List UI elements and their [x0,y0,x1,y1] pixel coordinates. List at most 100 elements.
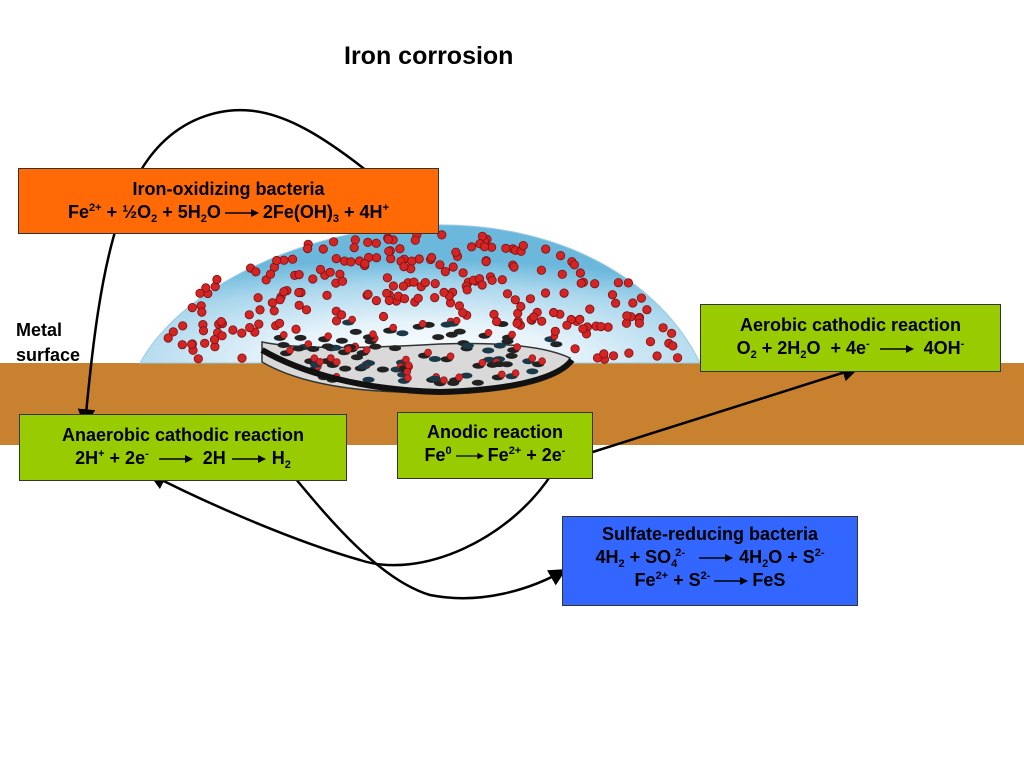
pit-particle [446,352,455,361]
pit-deposit [307,346,320,352]
bacterium-particle [275,295,285,305]
bacterium-particle [318,244,328,254]
pit-particle [528,354,537,363]
pit-deposit [428,356,441,362]
reaction-arrow-icon [455,452,484,460]
bacterium-particle [360,259,370,269]
sulfate-reducing-box: Sulfate-reducing bacteria 4H2 + SO42-4H2… [562,516,858,606]
bacterium-particle [642,305,652,315]
bacterium-particle [435,260,445,270]
bacterium-particle [302,244,313,254]
pit-deposit [460,372,473,379]
bacterium-particle [636,293,647,303]
bacterium-particle [378,311,389,322]
pit-particle [310,354,319,363]
bacterium-particle [193,354,203,364]
reaction-arrow-icon [224,209,259,218]
bacterium-particle [177,340,187,350]
bacterium-particle [291,324,301,334]
bacterium-particle [217,331,227,341]
pit-deposit [493,342,506,349]
bacterium-particle [466,242,477,252]
iron-oxidizing-box: Iron-oxidizing bacteria Fe2+ + ½O2 + 5H2… [18,168,439,234]
bacterium-particle [555,251,566,261]
bacterium-particle [658,323,668,333]
bacterium-particle [294,300,304,310]
pit-particle [418,319,427,328]
arrow-to-anaerobic [77,108,411,427]
bacterium-particle [557,269,567,279]
pit-particle [508,330,516,339]
bacterium-particle [363,237,373,247]
bacterium-particle [666,328,677,338]
bacterium-particle [541,244,551,254]
bacterium-particle [195,288,205,298]
bacterium-particle [253,293,263,303]
bacterium-particle [216,316,226,327]
pit-particle [279,331,288,339]
bacterium-particle [331,254,341,264]
bacterium-particle [430,292,440,303]
bacterium-particle [569,260,580,270]
bacterium-particle [613,278,624,288]
pit-deposit [471,379,484,386]
pit-deposit [482,347,495,354]
bacterium-particle [383,234,393,244]
bacteria-particles [163,230,683,364]
bacterium-particle [430,278,440,289]
pit-particle [513,343,522,351]
bacterium-particle [479,242,490,252]
pit-deposit [349,328,362,335]
pit-deposit [461,342,474,349]
bacterium-particle [410,235,420,245]
bacterium-particle [610,298,621,308]
bacterium-particle [652,351,662,361]
bacterium-particle [518,241,528,251]
pit-particle [332,358,341,366]
pit-deposit [447,380,460,386]
pit-deposit [505,352,518,359]
bacterium-particle [575,314,585,324]
bacterium-particle [274,318,285,328]
bacterium-particle [458,268,468,278]
bacterium-particle [331,316,342,326]
bacterium-particle [315,264,326,275]
bacterium-particle [624,348,634,358]
bacterium-particle [325,267,335,277]
bacterium-particle [607,290,618,300]
bacterium-particle [537,316,547,326]
pit-deposit [550,341,563,348]
pit-deposit [363,360,375,367]
bacterium-particle [187,339,197,349]
bacterium-particle [672,353,683,363]
bacterium-particle [200,338,210,348]
bacterium-particle [178,321,188,331]
page-title: Iron corrosion [344,42,514,70]
bacterium-particle [201,283,211,293]
bacterium-particle [590,279,600,289]
bacterium-particle [294,287,304,298]
pit-particle [324,332,333,341]
pit-deposit [428,375,441,382]
bacterium-particle [267,298,277,308]
bacterium-particle [407,256,417,266]
bacterium-particle [529,312,539,322]
reaction-arrow-icon [879,345,914,354]
bacterium-particle [439,287,449,297]
bacterium-particle [245,322,255,333]
pit-particle [440,376,448,385]
pit-deposit [335,337,348,344]
bacterium-particle [371,295,381,306]
bacterium-particle [279,287,289,297]
reaction-arrow-icon [714,577,749,586]
pit-particle [344,345,352,354]
pit-particle [452,316,461,325]
arrow-electrons-to-aerobic [579,364,860,458]
sulfate-heading: Sulfate-reducing bacteria [601,524,819,544]
bacterium-particle [384,246,394,256]
anaerobic-heading: Anaerobic cathodic reaction [61,425,305,445]
pit-particle [286,346,294,355]
